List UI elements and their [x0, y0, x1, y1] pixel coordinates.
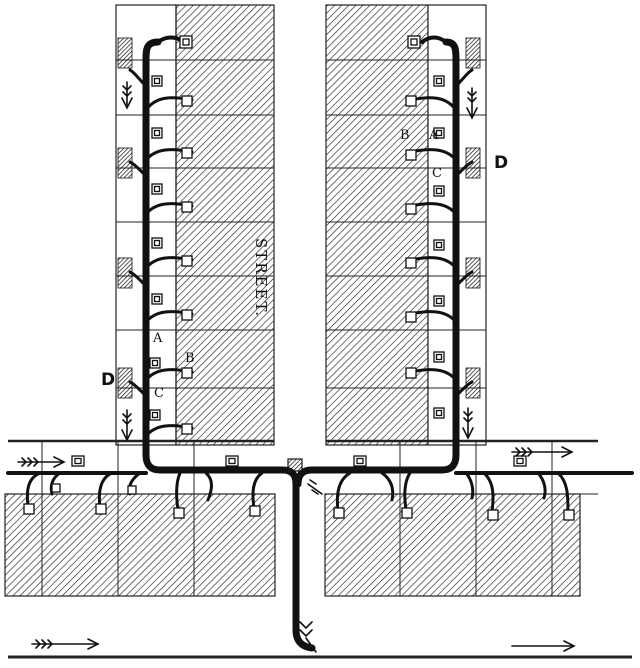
label-left-c: C — [154, 386, 164, 401]
flow-arrows — [17, 81, 576, 653]
arrow-outfall — [299, 621, 317, 653]
arrow-cross-right — [511, 446, 574, 458]
arrow-bottom-right — [511, 640, 576, 652]
arrow-right-row-bottom — [462, 407, 474, 440]
street-manhole — [287, 458, 303, 472]
left-row — [115, 4, 275, 446]
label-left-b: B — [185, 351, 195, 366]
label-left-d: D — [101, 370, 116, 390]
arrow-bottom-left — [31, 638, 100, 650]
label-left-a: A — [153, 331, 163, 346]
arrow-left-row-top — [121, 81, 133, 110]
arrow-right-row-top — [466, 87, 478, 120]
lower-right-block — [324, 493, 581, 597]
arrow-street-junction — [307, 479, 323, 495]
right-branches — [408, 68, 474, 398]
arrow-cross-left — [17, 456, 66, 468]
main-drains — [6, 35, 634, 652]
cross-street — [8, 439, 632, 659]
trap-boxes — [23, 35, 575, 521]
label-right-b: B — [400, 128, 410, 143]
label-right-c: C — [432, 166, 442, 181]
label-right-d: D — [494, 153, 509, 173]
label-right-a: A — [429, 128, 439, 143]
street-label: STREET. — [252, 238, 270, 319]
arrow-left-row-bottom — [121, 409, 133, 442]
lower-left-block — [4, 493, 276, 597]
right-row — [325, 4, 487, 446]
